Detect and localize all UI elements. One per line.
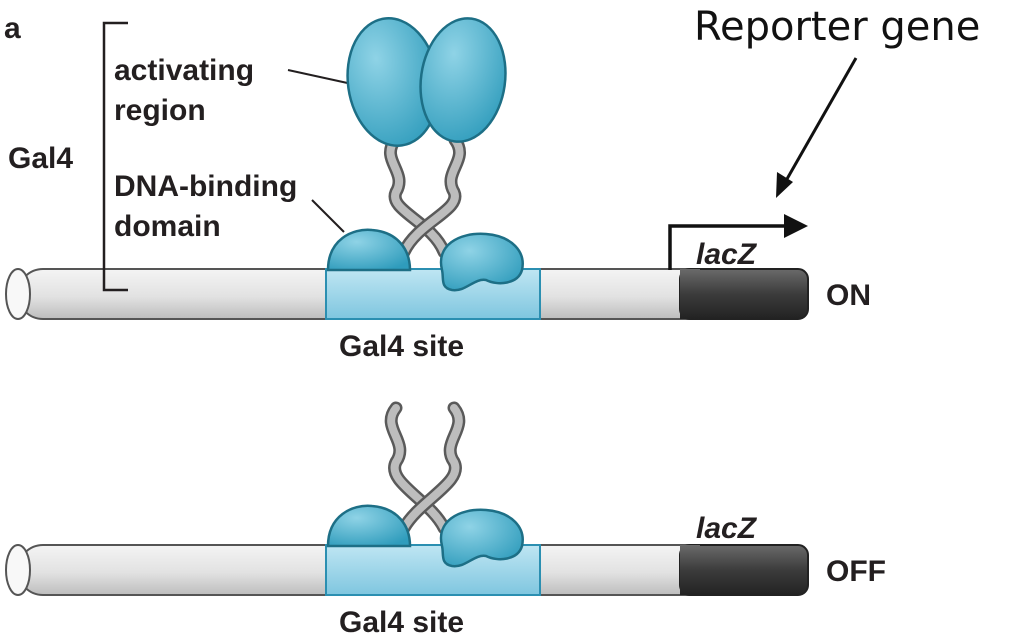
dna-binding-domain-bottom (326, 504, 524, 568)
label-off: OFF (826, 555, 886, 588)
panel-letter: a (4, 12, 21, 45)
lacz-gene-top (679, 268, 809, 320)
reporter-pointer-arrow (776, 57, 858, 198)
label-gal4: Gal4 (8, 142, 73, 175)
label-gal4-site-top: Gal4 site (339, 330, 464, 363)
leader-activating (287, 69, 353, 85)
linker-bottom (384, 401, 466, 535)
label-lacz-top: lacZ (696, 238, 758, 271)
label-dna-binding: DNA-binding (114, 170, 297, 203)
label-lacz-bottom: lacZ (696, 512, 758, 545)
label-activating: activating (114, 54, 254, 87)
lacz-gene-bottom (679, 544, 809, 596)
activating-region-top (346, 17, 507, 147)
label-gal4-site-bottom: Gal4 site (339, 606, 464, 639)
label-region: region (114, 94, 206, 127)
label-reporter-gene: Reporter gene (694, 4, 980, 50)
leader-dna-binding (311, 199, 345, 233)
linker-top (384, 133, 466, 259)
label-domain: domain (114, 210, 221, 243)
label-on: ON (826, 279, 871, 312)
promoter-arrow (668, 214, 808, 270)
gal4-bracket (102, 21, 128, 292)
dna-binding-domain-top (326, 228, 524, 292)
